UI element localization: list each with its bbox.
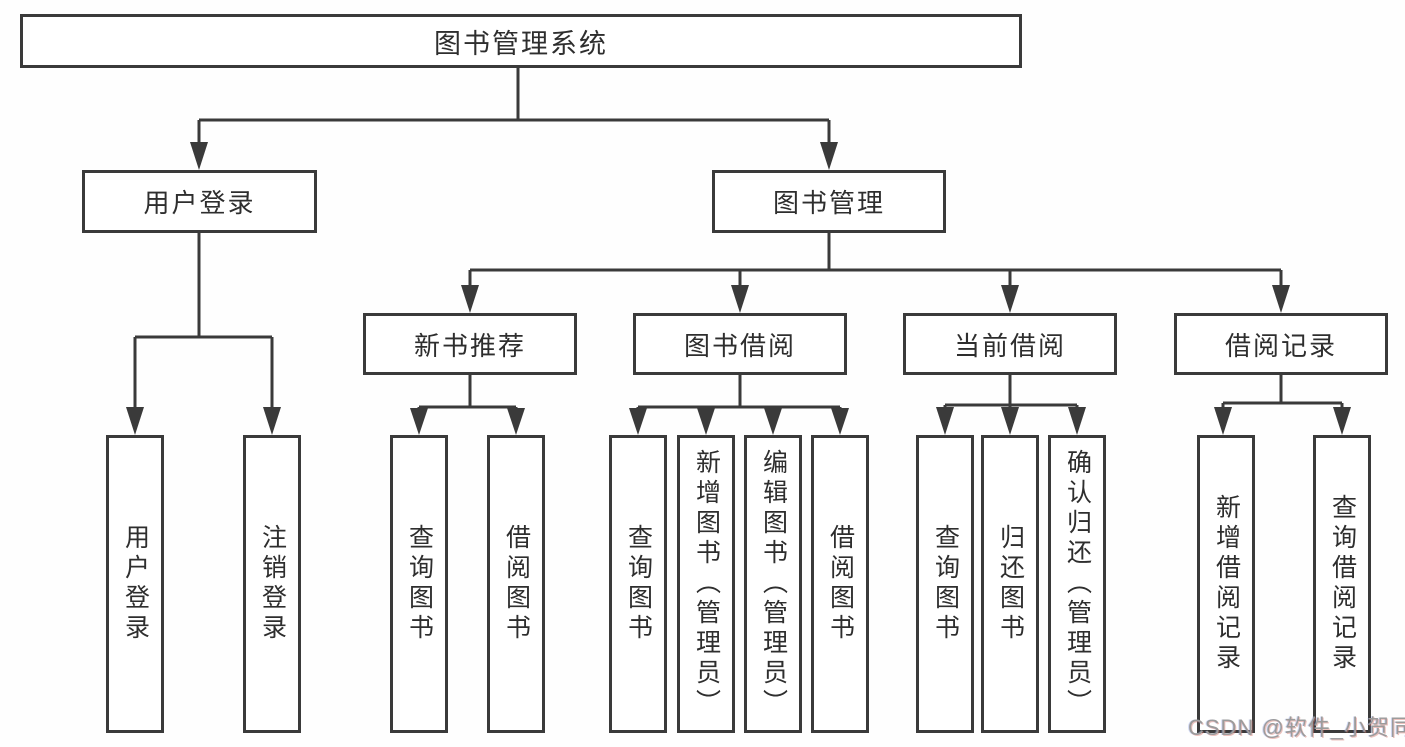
node-book-borrow: 图书借阅 [633, 313, 847, 375]
arrowheads [126, 142, 1351, 435]
leaf-query-borrow-record: 查询借阅记录 [1313, 435, 1371, 733]
leaf-borrow-books-recommend: 借阅图书 [487, 435, 545, 733]
node-user-login-branch: 用户登录 [82, 170, 317, 233]
leaf-add-book-admin: 新增图书（管理员） [677, 435, 735, 733]
leaf-add-borrow-record: 新增借阅记录 [1197, 435, 1255, 733]
node-new-book-recommend: 新书推荐 [363, 313, 577, 375]
csdn-watermark: CSDN @软件_小贺同学 [1188, 715, 1405, 740]
leaf-borrow-book: 借阅图书 [811, 435, 869, 733]
leaf-confirm-return-admin: 确认归还（管理员） [1048, 435, 1106, 733]
node-borrow-records: 借阅记录 [1174, 313, 1388, 375]
leaf-edit-book-admin: 编辑图书（管理员） [744, 435, 802, 733]
leaf-logout: 注销登录 [243, 435, 301, 733]
leaf-query-books-current: 查询图书 [916, 435, 974, 733]
leaf-return-book: 归还图书 [981, 435, 1039, 733]
leaf-query-books-borrow: 查询图书 [609, 435, 667, 733]
node-current-borrow: 当前借阅 [903, 313, 1117, 375]
leaf-user-login: 用户登录 [106, 435, 164, 733]
node-book-management-branch: 图书管理 [712, 170, 946, 233]
node-system-root: 图书管理系统 [20, 14, 1022, 68]
leaf-query-books-recommend: 查询图书 [390, 435, 448, 733]
